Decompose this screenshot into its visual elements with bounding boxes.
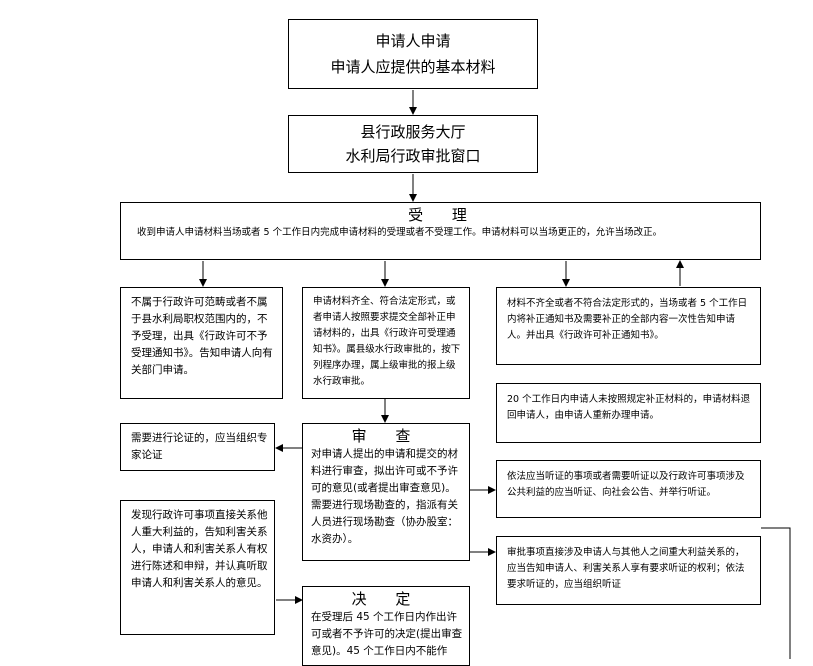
- incomplete-materials-box: 材料不齐全或者不符合法定形式的，当场或者 5 个工作日内将补正通知书及需要补正的…: [496, 287, 761, 365]
- not-in-scope-text: 不属于行政许可范畴或者不属于县水利局职权范围内的，不予受理，出具《行政许可不予受…: [131, 296, 273, 376]
- returned-materials-text: 20 个工作日内申请人未按照规定补正材料的，申请材料退回申请人，由申请人重新办理…: [507, 394, 751, 421]
- returned-materials-box: 20 个工作日内申请人未按照规定补正材料的，申请材料退回申请人，由申请人重新办理…: [496, 383, 761, 443]
- interest-left-box: 发现行政许可事项直接关系他人重大利益的，告知利害关系人，申请人和利害关系人有权进…: [120, 500, 275, 635]
- incomplete-materials-text: 材料不齐全或者不符合法定形式的，当场或者 5 个工作日内将补正通知书及需要补正的…: [507, 298, 748, 341]
- review-box: 审 查 对申请人提出的申请和提交的材料进行审查，拟出许可或不予许可的意见(或者提…: [302, 423, 470, 561]
- review-title: 审 查: [351, 427, 423, 445]
- service-hall-box: 县行政服务大厅 水利局行政审批窗口: [288, 115, 538, 173]
- complete-materials-text: 申请材料齐全、符合法定形式，或者申请人按照要求提交全部补正申请材料的，出具《行政…: [313, 296, 461, 387]
- line-right-side: [761, 527, 791, 659]
- hearing-box: 依法应当听证的事项或者需要听证以及行政许可事项涉及公共利益的应当听证、向社会公告…: [496, 460, 761, 518]
- expert-review-text: 需要进行论证的，应当组织专家论证: [131, 432, 268, 461]
- decision-title: 决 定: [351, 590, 423, 608]
- decision-box: 决 定 在受理后 45 个工作日内作出许可或者不予许可的决定(提出审查意见)。4…: [302, 586, 470, 666]
- interest-right-box: 审批事项直接涉及申请人与其他人之间重大利益关系的，应当告知申请人、利害关系人享有…: [496, 536, 761, 605]
- interest-right-text: 审批事项直接涉及申请人与其他人之间重大利益关系的，应当告知申请人、利害关系人享有…: [507, 547, 745, 590]
- not-in-scope-box: 不属于行政许可范畴或者不属于县水利局职权范围内的，不予受理，出具《行政许可不予受…: [120, 287, 283, 399]
- decision-text: 在受理后 45 个工作日内作出许可或者不予许可的决定(提出审查意见)。45 个工…: [311, 611, 463, 657]
- apply-box: 申请人申请 申请人应提供的基本材料: [288, 19, 538, 89]
- service-hall-name: 县行政服务大厅: [360, 123, 466, 141]
- interest-left-text: 发现行政许可事项直接关系他人重大利益的，告知利害关系人，申请人和利害关系人有权进…: [131, 509, 268, 589]
- complete-materials-box: 申请材料齐全、符合法定形式，或者申请人按照要求提交全部补正申请材料的，出具《行政…: [302, 287, 470, 399]
- expert-review-box: 需要进行论证的，应当组织专家论证: [120, 423, 275, 471]
- accept-title: 受 理: [408, 206, 479, 224]
- hearing-text: 依法应当听证的事项或者需要听证以及行政许可事项涉及公共利益的应当听证、向社会公告…: [507, 471, 745, 498]
- apply-materials: 申请人应提供的基本材料: [330, 58, 496, 76]
- accept-box: 受 理 收到申请人申请材料当场或者 5 个工作日内完成申请材料的受理或者不受理工…: [120, 202, 761, 260]
- accept-text: 收到申请人申请材料当场或者 5 个工作日内完成申请材料的受理或者不受理工作。申请…: [137, 227, 663, 238]
- approval-window: 水利局行政审批窗口: [345, 147, 481, 165]
- apply-title: 申请人申请: [375, 32, 451, 50]
- review-text: 对申请人提出的申请和提交的材料进行审查，拟出许可或不予许可的意见(或者提出审查意…: [311, 448, 458, 545]
